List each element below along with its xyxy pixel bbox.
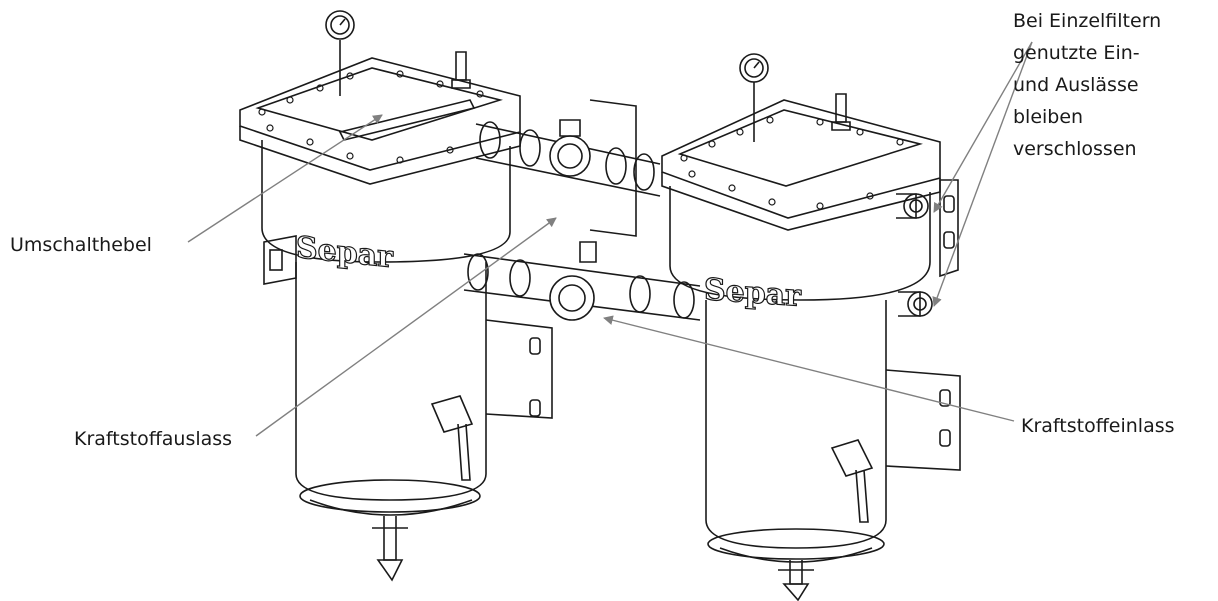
label-kraftstoffeinlass: Kraftstoffeinlass bbox=[1021, 415, 1175, 437]
label-einzelfilter-line: genutzte Ein- bbox=[1013, 42, 1140, 64]
label-einzelfilter-line: Bei Einzelfiltern bbox=[1013, 10, 1162, 32]
leader-lines bbox=[187, 41, 1033, 437]
left-filter: Separ bbox=[239, 10, 521, 582]
leader-kraftstoffeinlass bbox=[603, 315, 1015, 422]
label-umschalthebel: Umschalthebel bbox=[10, 234, 152, 256]
leader-kraftstoffauslass bbox=[255, 217, 557, 437]
leader-umschalthebel bbox=[187, 114, 383, 243]
svg-text:Separ: Separ bbox=[704, 272, 802, 314]
label-einzelfilter: Bei Einzelfiltern genutzte Ein- und Ausl… bbox=[1013, 5, 1161, 165]
leader-einzelfilter-lower bbox=[932, 41, 1033, 307]
label-einzelfilter-line: und Auslässe bbox=[1013, 74, 1139, 96]
label-kraftstoffauslass: Kraftstoffauslass bbox=[74, 428, 233, 450]
label-einzelfilter-line: bleiben bbox=[1013, 106, 1084, 128]
leader-einzelfilter-upper bbox=[933, 41, 1033, 213]
valve-assemblies bbox=[463, 99, 701, 419]
label-einzelfilter-line: verschlossen bbox=[1013, 138, 1137, 160]
right-filter: Separ bbox=[661, 53, 961, 601]
svg-text:Separ: Separ bbox=[296, 230, 394, 275]
